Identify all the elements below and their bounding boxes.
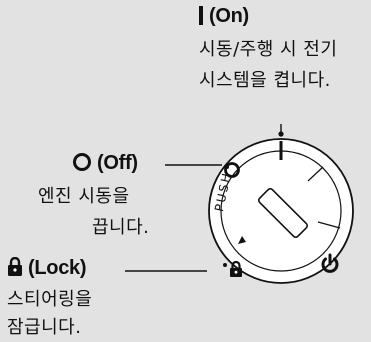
start-segment-bottom [317, 221, 341, 229]
on-leader-dot [278, 131, 284, 137]
lock-description-line-2: 잠급니다. [7, 317, 82, 338]
off-position-mark [224, 162, 240, 178]
off-label-heading: (Off) [73, 152, 138, 175]
lock-title: (Lock) [28, 257, 87, 279]
on-description-line-2: 시스템을 켭니다. [199, 70, 331, 91]
off-description-line-1: 엔진 시동을 [38, 186, 130, 207]
padlock-icon [7, 257, 23, 277]
lock-description-line-1: 스티어링을 [7, 289, 93, 310]
lock-position-dot [223, 263, 227, 267]
power-icon [319, 253, 341, 275]
on-label-heading: (On) [199, 5, 249, 28]
off-position-dot [225, 165, 229, 169]
circle-icon [73, 153, 91, 171]
on-description-line-1: 시동/주행 시 전기 [199, 39, 338, 60]
push-arrow-icon [238, 236, 246, 244]
dial-padlock-icon [229, 261, 243, 277]
lock-label-heading: (Lock) [7, 257, 87, 280]
key-slot [257, 187, 309, 239]
start-segment-top [307, 166, 324, 182]
off-description-line-2: 끕니다. [92, 217, 150, 238]
on-title: (On) [209, 5, 249, 27]
vertical-bar-icon [199, 6, 203, 25]
off-title: (Off) [97, 152, 138, 174]
